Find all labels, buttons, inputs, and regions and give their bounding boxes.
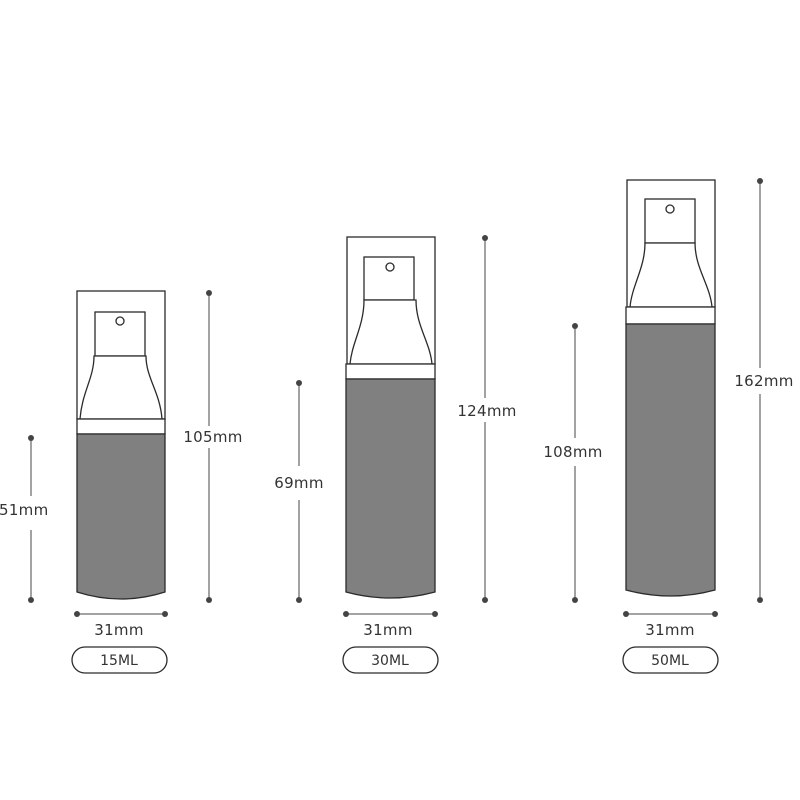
capacity-label: 50ML (651, 653, 689, 669)
width-label: 31mm (645, 621, 695, 639)
width-endpoint (343, 611, 349, 617)
total-height-endpoint (482, 597, 488, 603)
total-height-endpoint (206, 290, 212, 296)
body-height-endpoint (572, 323, 578, 329)
total-height-endpoint (206, 597, 212, 603)
body-height-endpoint (296, 597, 302, 603)
body-height-label: 51mm (0, 501, 49, 519)
width-label: 31mm (94, 621, 144, 639)
body-height-endpoint (572, 597, 578, 603)
pump-nozzle (644, 198, 696, 244)
capacity-badge (342, 646, 439, 674)
total-height-label: 105mm (183, 428, 242, 446)
capacity-badge (622, 646, 719, 674)
body-height-endpoint (296, 380, 302, 386)
body-height-label: 69mm (274, 474, 324, 492)
body-height-endpoint (28, 435, 34, 441)
width-endpoint (74, 611, 80, 617)
bottle-collar (76, 418, 166, 435)
total-height-endpoint (757, 178, 763, 184)
bottle-collar (625, 306, 716, 325)
capacity-badge (71, 646, 168, 674)
width-endpoint (712, 611, 718, 617)
nozzle-hole (665, 204, 675, 214)
width-endpoint (623, 611, 629, 617)
bottle-body (625, 323, 716, 597)
width-label: 31mm (363, 621, 413, 639)
nozzle-hole (385, 262, 395, 272)
bottle-30ml: 124mm 69mm 31mm 30ML (274, 235, 516, 674)
total-height-label: 124mm (457, 402, 516, 420)
capacity-label: 15ML (100, 653, 138, 669)
body-height-label: 108mm (543, 443, 602, 461)
nozzle-hole (115, 316, 125, 326)
bottle-50ml: 162mm 108mm 31mm 50ML (543, 178, 793, 674)
body-height-endpoint (28, 597, 34, 603)
width-endpoint (432, 611, 438, 617)
bottle-collar (345, 363, 436, 380)
bottle-15ml: 105mm 51mm 31mm 15ML (0, 290, 242, 674)
total-height-label: 162mm (734, 372, 793, 390)
total-height-endpoint (757, 597, 763, 603)
bottle-body (76, 433, 166, 600)
capacity-label: 30ML (371, 653, 409, 669)
bottle-body (345, 378, 436, 599)
width-endpoint (162, 611, 168, 617)
total-height-endpoint (482, 235, 488, 241)
